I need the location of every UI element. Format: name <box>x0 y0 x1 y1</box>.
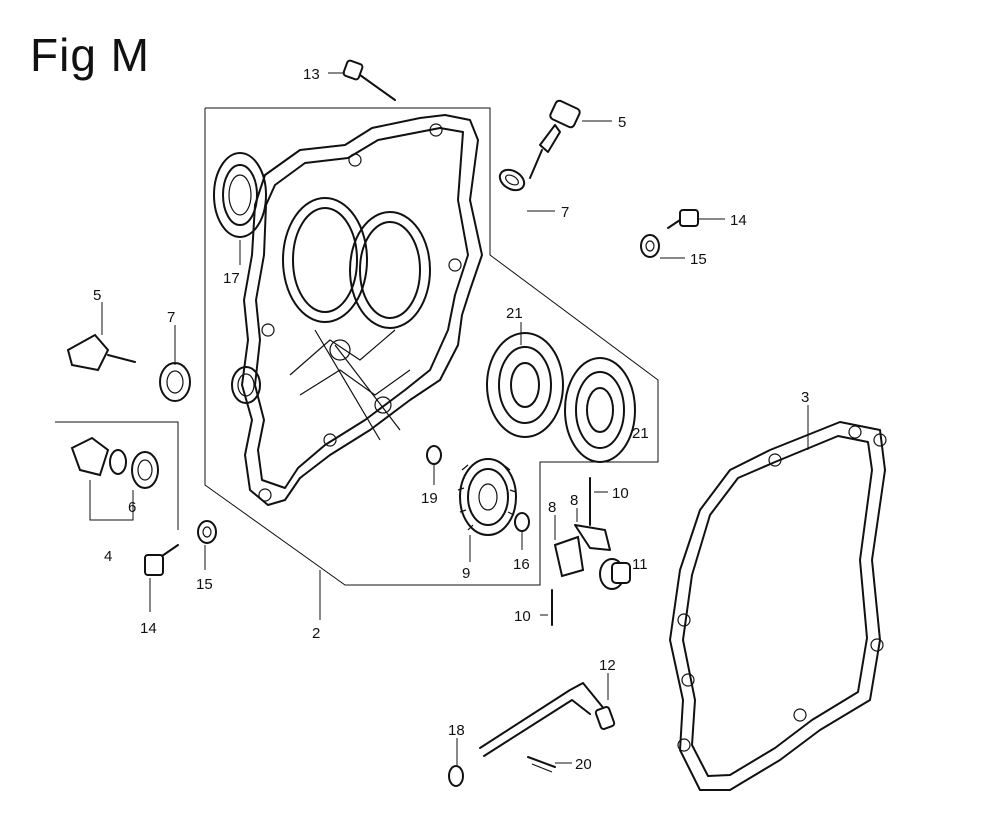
washer-19 <box>426 445 442 465</box>
callout-labels: 13 5 7 14 15 17 5 7 21 21 3 19 8 10 8 6 … <box>93 66 809 773</box>
o-ring-7-left <box>159 362 191 402</box>
callout-3: 3 <box>801 389 809 406</box>
governor-shaft-12 <box>479 682 616 757</box>
leader-lines <box>101 72 809 765</box>
callout-14-bottom: 14 <box>140 620 157 637</box>
callout-9: 9 <box>462 565 470 582</box>
callout-10-a: 10 <box>612 485 629 502</box>
dipstick-5-top <box>529 99 581 179</box>
callout-16: 16 <box>513 556 530 573</box>
o-ring-7-top <box>498 168 526 192</box>
bolt-14-bottom <box>144 544 179 576</box>
washer-15-bottom <box>197 520 217 544</box>
bolt-13 <box>342 59 396 101</box>
governor-gear-9 <box>457 458 517 536</box>
callout-12: 12 <box>599 657 616 674</box>
dipstick-5-left <box>66 333 136 372</box>
bearing-21-left <box>486 332 564 438</box>
callout-5-top: 5 <box>618 114 626 131</box>
figure-title: Fig M <box>30 29 150 81</box>
callout-18: 18 <box>448 722 465 739</box>
oil-seal-17 <box>213 152 267 238</box>
callout-8-b: 8 <box>570 492 578 509</box>
callout-8-a: 8 <box>548 499 556 516</box>
callout-15-bottom: 15 <box>196 576 213 593</box>
callout-7-top: 7 <box>561 204 569 221</box>
callout-11: 11 <box>632 556 648 573</box>
bolt-14-top <box>667 209 699 229</box>
callout-20: 20 <box>575 756 592 773</box>
callout-15-top: 15 <box>690 251 707 268</box>
callout-10-b: 10 <box>514 608 531 625</box>
clip-16 <box>514 512 530 532</box>
callout-5-left: 5 <box>93 287 101 304</box>
callout-19: 19 <box>421 490 438 507</box>
callout-7-left: 7 <box>167 309 175 326</box>
crankcase-cover <box>231 114 483 506</box>
callout-21-left: 21 <box>506 305 523 322</box>
callout-13: 13 <box>303 66 320 83</box>
callout-17: 17 <box>223 270 240 287</box>
gasket-3 <box>669 421 887 791</box>
pin-20 <box>527 756 556 773</box>
callout-6: 6 <box>128 499 136 516</box>
bearing-21-right <box>564 357 636 463</box>
governor-parts <box>551 477 631 626</box>
callout-14-top: 14 <box>730 212 747 229</box>
plug-assembly-4 <box>70 436 159 521</box>
callout-21-right: 21 <box>632 425 649 442</box>
washer-18 <box>448 765 464 787</box>
callout-2: 2 <box>312 625 320 642</box>
callout-4: 4 <box>104 548 112 565</box>
washer-15-top <box>640 234 660 258</box>
